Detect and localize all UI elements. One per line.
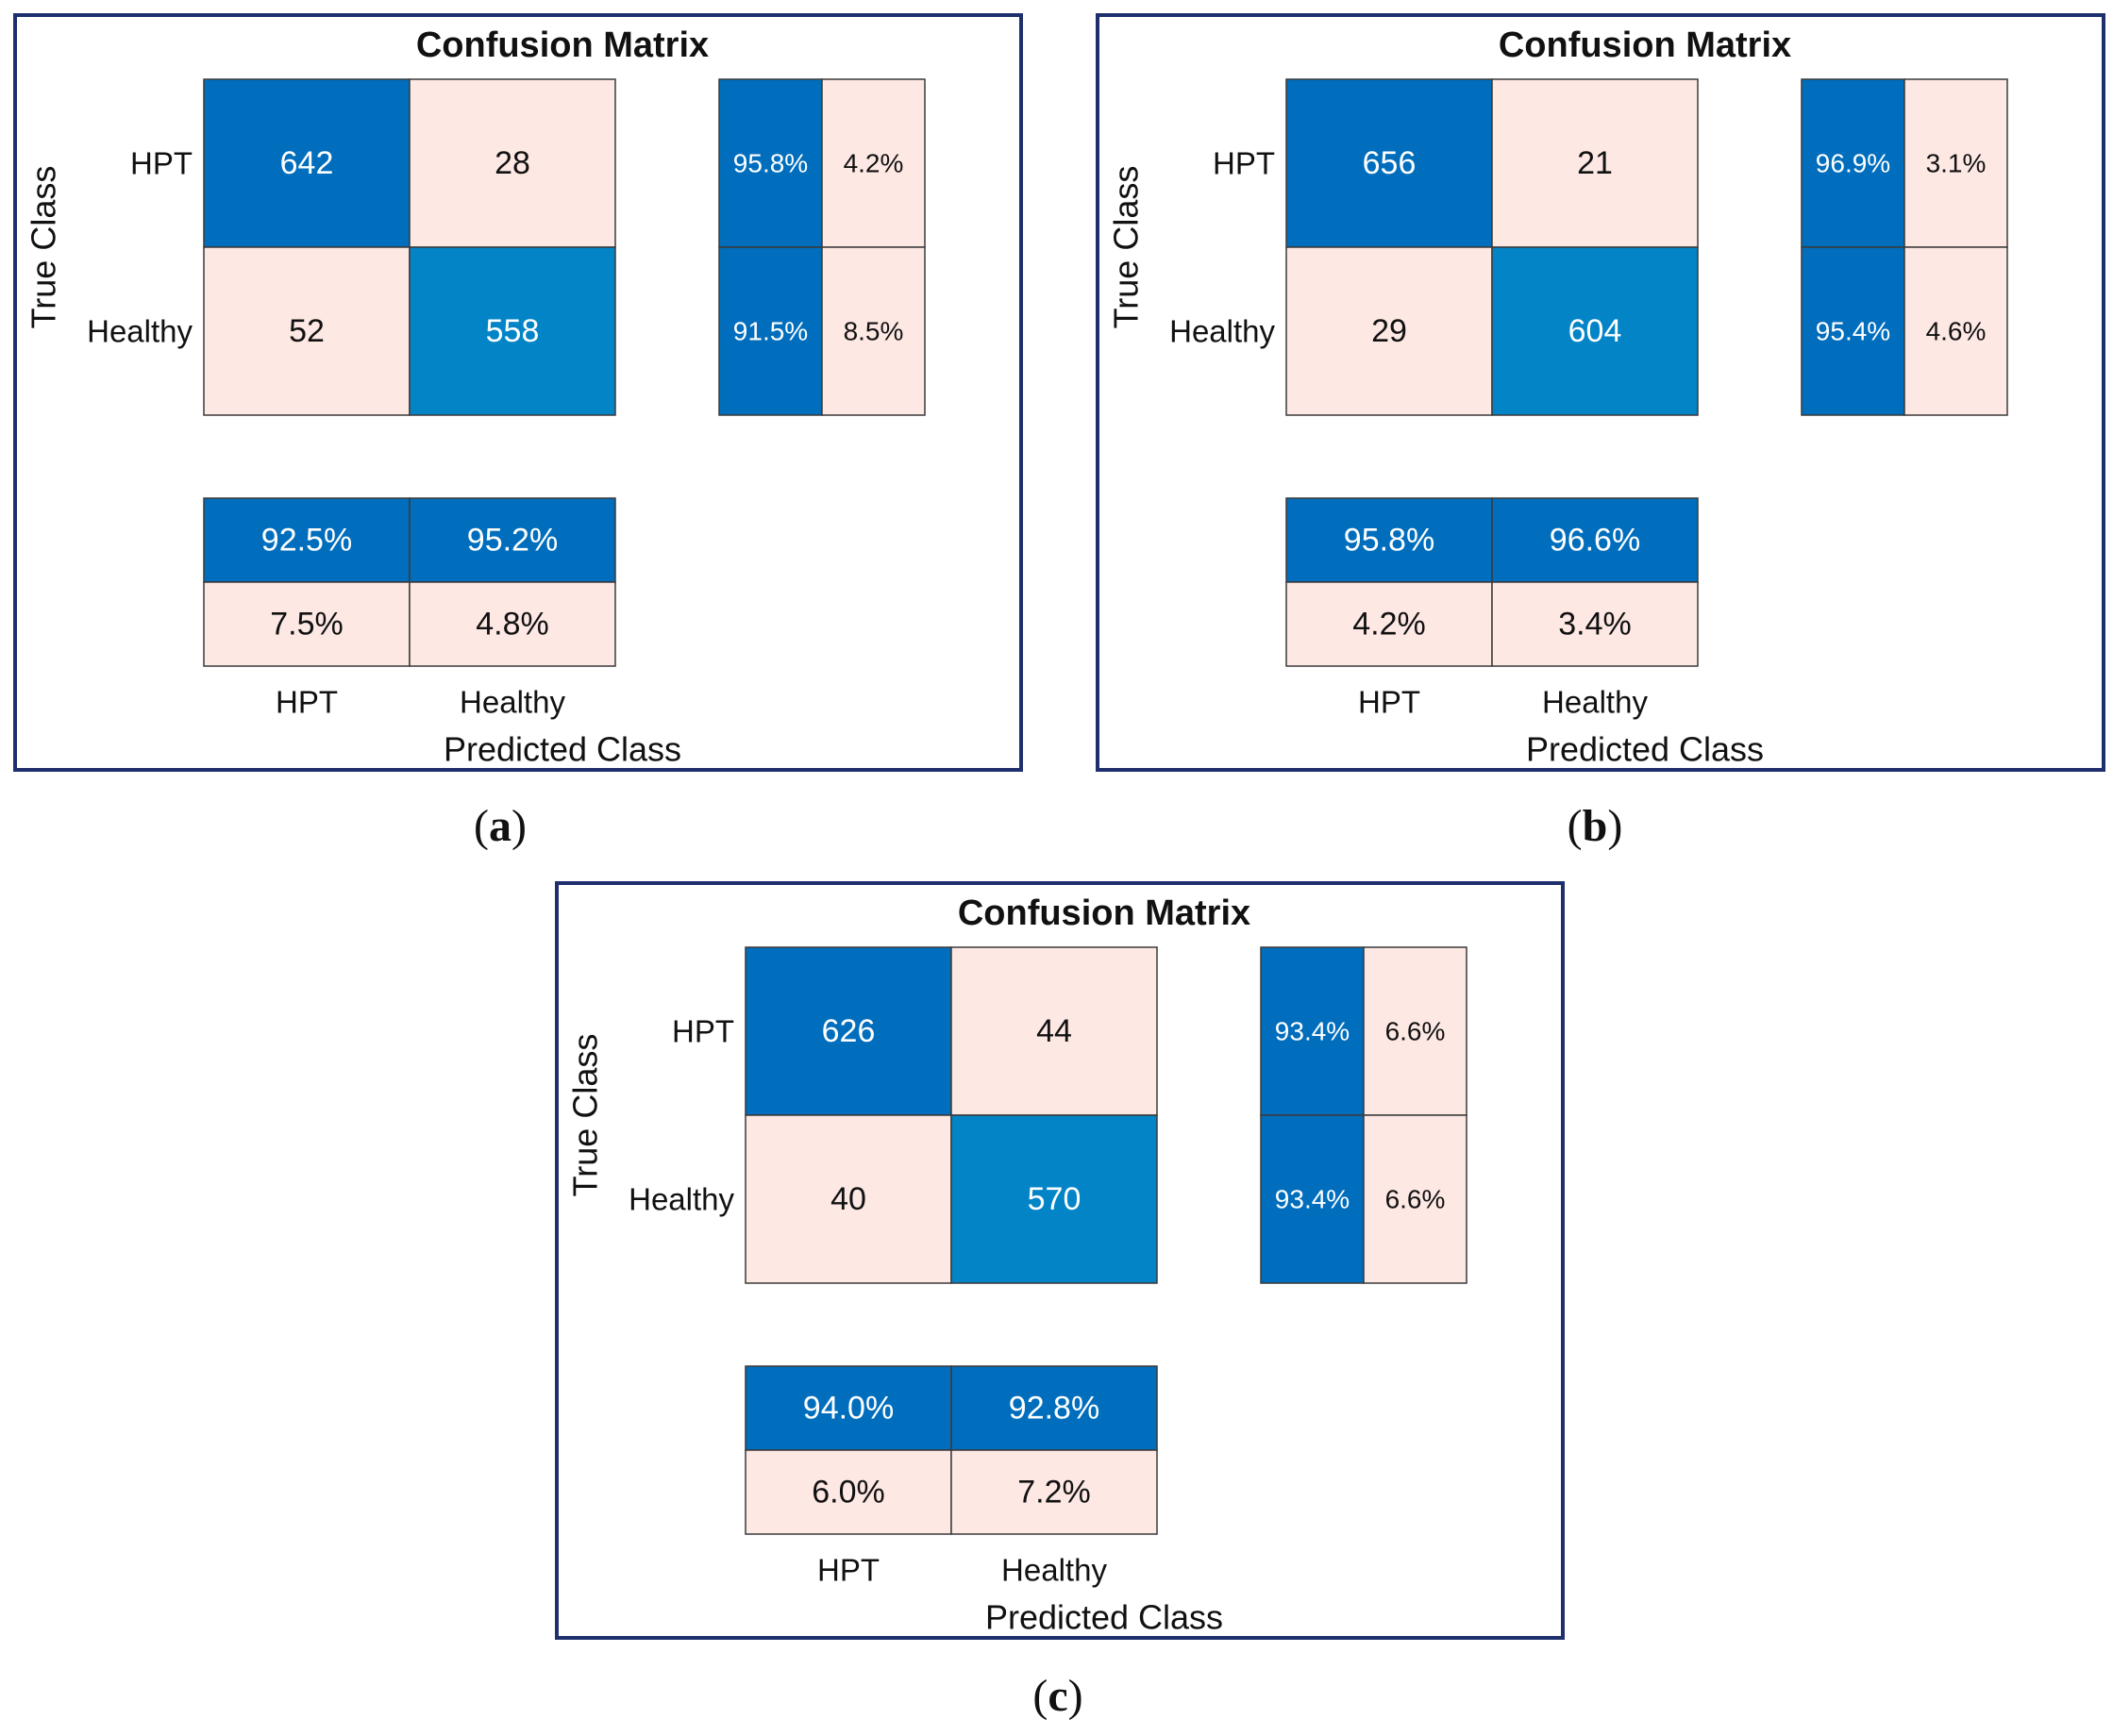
matrix-value: 570: [1028, 1181, 1082, 1217]
column-summary-cell: [745, 1365, 952, 1451]
matrix-value: 52: [289, 313, 325, 349]
row-summary-value: 4.2%: [844, 149, 904, 178]
y-axis-label: True Class: [1107, 166, 1146, 329]
matrix-cell: [1491, 246, 1699, 416]
column-summary-value: 95.8%: [1344, 523, 1434, 559]
column-summary-value: 7.2%: [1017, 1475, 1091, 1511]
column-summary-value: 4.2%: [1352, 607, 1426, 643]
column-summary-cell: [1491, 497, 1699, 583]
matrix-value: 604: [1568, 313, 1622, 349]
row-summary-value: 93.4%: [1275, 1017, 1350, 1046]
column-summary-value: 3.4%: [1558, 607, 1632, 643]
column-summary-value: 92.8%: [1009, 1391, 1099, 1427]
row-summary-value: 95.4%: [1816, 317, 1890, 346]
matrix-cell: [203, 246, 411, 416]
column-summary-value: 96.6%: [1550, 523, 1640, 559]
column-summary-value: 94.0%: [803, 1391, 894, 1427]
panel-label-a: (a): [474, 801, 527, 851]
matrix-value: 558: [486, 313, 540, 349]
column-tick-label: HPT: [817, 1553, 880, 1588]
matrix-value: 40: [830, 1181, 866, 1217]
column-summary-cell: [950, 1449, 1158, 1535]
row-summary-value: 3.1%: [1926, 149, 1987, 178]
y-axis-label: True Class: [566, 1034, 605, 1197]
row-summary-cell: [1363, 1114, 1467, 1284]
column-summary-cell: [203, 497, 411, 583]
column-summary-value: 7.5%: [270, 607, 344, 643]
matrix-cell: [1285, 246, 1493, 416]
column-summary-cell: [950, 1365, 1158, 1451]
column-tick-label: Healthy: [1542, 685, 1648, 720]
row-summary-value: 91.5%: [733, 317, 808, 346]
row-summary-cell: [1801, 246, 1905, 416]
column-tick-label: HPT: [276, 685, 338, 720]
column-tick-label: HPT: [1358, 685, 1420, 720]
x-axis-label: Predicted Class: [1526, 730, 1764, 769]
row-tick-label: HPT: [672, 1014, 734, 1049]
matrix-cell: [745, 946, 952, 1116]
row-summary-cell: [1363, 946, 1467, 1116]
column-tick-label: Healthy: [1001, 1553, 1107, 1588]
row-tick-label: Healthy: [87, 314, 193, 349]
row-tick-label: HPT: [130, 146, 193, 181]
row-summary-value: 93.4%: [1275, 1185, 1350, 1214]
row-summary-value: 96.9%: [1816, 149, 1890, 178]
row-summary-value: 6.6%: [1385, 1017, 1446, 1046]
x-axis-label: Predicted Class: [444, 730, 681, 769]
column-summary-cell: [1491, 581, 1699, 667]
column-summary-cell: [1285, 497, 1493, 583]
chart-title: Confusion Matrix: [958, 893, 1250, 933]
chart-title: Confusion Matrix: [1499, 25, 1791, 65]
matrix-value: 626: [822, 1013, 876, 1049]
column-summary-value: 95.2%: [467, 523, 558, 559]
matrix-value: 44: [1036, 1013, 1072, 1049]
matrix-value: 21: [1577, 145, 1613, 181]
row-summary-cell: [1903, 246, 2008, 416]
row-summary-value: 4.6%: [1926, 317, 1987, 346]
row-summary-value: 6.6%: [1385, 1185, 1446, 1214]
matrix-value: 656: [1363, 145, 1417, 181]
column-summary-cell: [409, 497, 616, 583]
column-tick-label: Healthy: [460, 685, 565, 720]
row-tick-label: HPT: [1213, 146, 1275, 181]
matrix-cell: [409, 246, 616, 416]
matrix-cell: [1491, 78, 1699, 248]
column-summary-cell: [203, 581, 411, 667]
row-summary-cell: [1260, 1114, 1365, 1284]
chart-title: Confusion Matrix: [416, 25, 709, 65]
row-tick-label: Healthy: [1169, 314, 1275, 349]
row-summary-cell: [1903, 78, 2008, 248]
panel-label-b: (b): [1567, 801, 1623, 851]
row-summary-value: 8.5%: [844, 317, 904, 346]
panel-label-c: (c): [1032, 1671, 1083, 1721]
matrix-cell: [203, 78, 411, 248]
matrix-value: 642: [280, 145, 334, 181]
column-summary-value: 92.5%: [261, 523, 352, 559]
row-summary-cell: [718, 246, 823, 416]
x-axis-label: Predicted Class: [985, 1598, 1223, 1637]
row-summary-cell: [821, 246, 926, 416]
matrix-cell: [950, 946, 1158, 1116]
matrix-value: 28: [495, 145, 530, 181]
matrix-cell: [409, 78, 616, 248]
matrix-value: 29: [1371, 313, 1407, 349]
column-summary-value: 4.8%: [476, 607, 549, 643]
column-summary-value: 6.0%: [812, 1475, 885, 1511]
column-summary-cell: [745, 1449, 952, 1535]
row-tick-label: Healthy: [629, 1182, 734, 1217]
row-summary-cell: [1801, 78, 1905, 248]
column-summary-cell: [409, 581, 616, 667]
row-summary-value: 95.8%: [733, 149, 808, 178]
matrix-cell: [1285, 78, 1493, 248]
row-summary-cell: [718, 78, 823, 248]
matrix-cell: [950, 1114, 1158, 1284]
column-summary-cell: [1285, 581, 1493, 667]
y-axis-label: True Class: [25, 166, 63, 329]
